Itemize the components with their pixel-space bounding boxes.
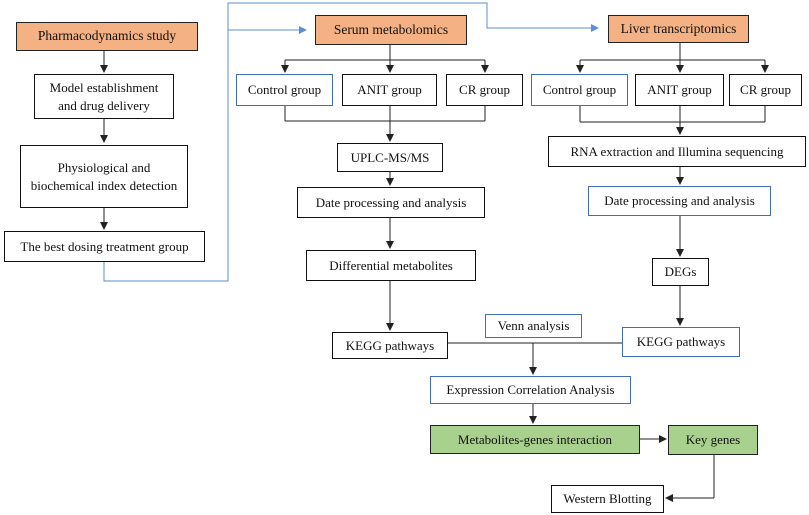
liver-kegg-pathways-label: KEGG pathways — [636, 334, 726, 350]
serum-anit-group-label: ANIT group — [357, 82, 422, 98]
key-genes-label: Key genes — [685, 432, 741, 448]
serum-anit-group-box: ANIT group — [342, 74, 437, 106]
metabolites-genes-interaction-box: Metabolites-genes interaction — [430, 425, 640, 454]
liver-transcriptomics-label: Liver transcriptomics — [620, 20, 737, 36]
liver-transcriptomics-box: Liver transcriptomics — [608, 15, 749, 43]
serum-control-group-box: Control group — [236, 74, 333, 106]
expression-correlation-box: Expression Correlation Analysis — [430, 376, 631, 404]
expression-correlation-label: Expression Correlation Analysis — [446, 382, 615, 398]
differential-metabolites-label: Differential metabolites — [329, 257, 453, 273]
liver-anit-group-label: ANIT group — [647, 82, 712, 98]
physiological-index-box: Physiological and biochemical index dete… — [20, 145, 188, 208]
serum-metabolomics-box: Serum metabolomics — [315, 15, 467, 45]
model-establishment-box: Model establishment and drug delivery — [34, 74, 174, 119]
serum-control-group-label: Control group — [247, 82, 322, 98]
serum-cr-group-box: CR group — [446, 74, 523, 106]
serum-kegg-pathways-label: KEGG pathways — [345, 337, 435, 353]
serum-date-processing-box: Date processing and analysis — [297, 187, 485, 218]
model-establishment-label: Model establishment and drug delivery — [49, 79, 159, 113]
key-genes-box: Key genes — [668, 425, 758, 455]
venn-analysis-box: Venn analysis — [485, 314, 582, 338]
serum-kegg-pathways-box: KEGG pathways — [332, 332, 448, 359]
serum-cr-group-label: CR group — [459, 82, 510, 98]
degs-label: DEGs — [664, 264, 697, 280]
liver-anit-group-box: ANIT group — [635, 74, 724, 106]
differential-metabolites-box: Differential metabolites — [306, 250, 476, 281]
best-dosing-group-label: The best dosing treatment group — [20, 238, 189, 254]
uplc-msms-box: UPLC-MS/MS — [337, 143, 443, 172]
venn-analysis-label: Venn analysis — [497, 318, 570, 334]
rna-extraction-box: RNA extraction and Illumina sequencing — [548, 136, 806, 167]
pharmacodynamics-study-box: Pharmacodynamics study — [16, 22, 198, 51]
pharmacodynamics-study-label: Pharmacodynamics study — [37, 28, 177, 44]
serum-metabolomics-label: Serum metabolomics — [333, 21, 449, 37]
physiological-index-label: Physiological and biochemical index dete… — [30, 159, 178, 193]
rna-extraction-label: RNA extraction and Illumina sequencing — [570, 143, 784, 159]
metabolites-genes-interaction-label: Metabolites-genes interaction — [457, 431, 613, 447]
western-blotting-box: Western Blotting — [551, 485, 664, 513]
uplc-msms-label: UPLC-MS/MS — [350, 149, 430, 165]
best-dosing-group-box: The best dosing treatment group — [4, 231, 205, 262]
liver-cr-group-label: CR group — [740, 82, 791, 98]
degs-box: DEGs — [652, 258, 709, 286]
liver-control-group-label: Control group — [542, 82, 617, 98]
western-blotting-label: Western Blotting — [563, 491, 652, 507]
serum-date-processing-label: Date processing and analysis — [315, 194, 467, 210]
liver-control-group-box: Control group — [531, 74, 628, 106]
liver-cr-group-box: CR group — [729, 74, 802, 106]
liver-date-processing-label: Date processing and analysis — [604, 193, 755, 209]
liver-date-processing-box: Date processing and analysis — [588, 186, 771, 216]
liver-kegg-pathways-box: KEGG pathways — [622, 327, 740, 357]
